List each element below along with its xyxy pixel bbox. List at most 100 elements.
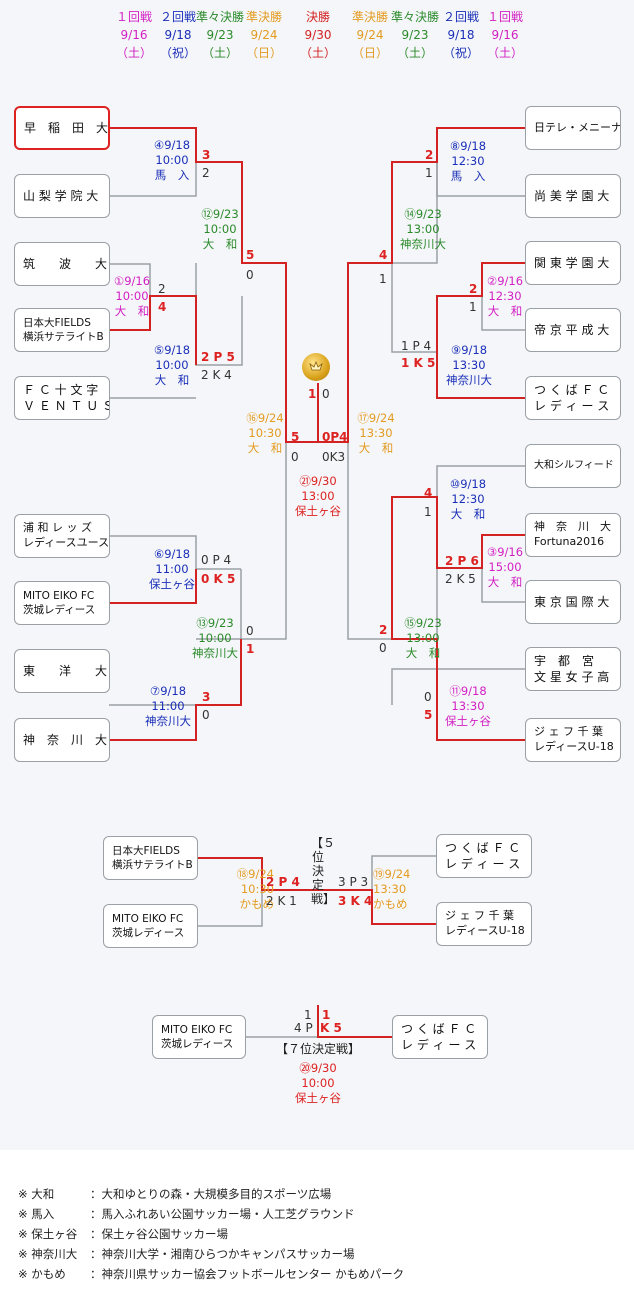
score: 2 bbox=[425, 148, 434, 162]
score: 0P4 bbox=[322, 430, 348, 444]
team-box: ジ ェ フ 千 葉レディースU-18 bbox=[436, 902, 532, 946]
score: 0 bbox=[246, 624, 254, 638]
score: 4 bbox=[379, 248, 388, 262]
venue-legend-item: ※ 神奈川大：神奈川大学・湘南ひらつかキャンパスサッカー場 bbox=[18, 1247, 355, 1261]
score: 2 P 5 bbox=[201, 350, 235, 364]
score: 1 bbox=[469, 300, 477, 314]
team-box: ジ ェ フ 千 葉レディースU-18 bbox=[525, 718, 621, 762]
team-box: 東 京 国 際 大 bbox=[525, 580, 621, 624]
score: 2 bbox=[469, 282, 478, 296]
score: 1 bbox=[379, 272, 387, 286]
venue-legend-item: ※ かもめ：神奈川県サッカー協会フットボールセンター かもめパーク bbox=[18, 1267, 405, 1281]
score: 0 bbox=[246, 268, 254, 282]
score: 4 bbox=[158, 300, 167, 314]
score: 5 bbox=[291, 430, 300, 444]
score: 2 K 4 bbox=[201, 368, 232, 382]
score: 1 K 5 bbox=[401, 356, 436, 370]
team-box: 浦 和 レ ッ ズレディースユース bbox=[14, 514, 110, 558]
score: 2 bbox=[158, 282, 166, 296]
venue-legend-item: ※ 大和：大和ゆとりの森・大規模多目的スポーツ広場 bbox=[18, 1187, 332, 1201]
seventh-place-title: 【７位決定戦】 bbox=[276, 1042, 361, 1056]
score: 2 K 1 bbox=[266, 894, 297, 908]
score: 5 bbox=[424, 708, 433, 722]
team-box: 関 東 学 園 大 bbox=[525, 241, 621, 285]
score: 3 bbox=[202, 690, 211, 704]
score: 0 bbox=[322, 387, 330, 401]
score: 0 K 5 bbox=[201, 572, 236, 586]
score: 4 bbox=[424, 486, 433, 500]
team-box: 山 梨 学 院 大 bbox=[14, 174, 110, 218]
score: 0 bbox=[291, 450, 299, 464]
team-box: 尚 美 学 園 大 bbox=[525, 174, 621, 218]
score: 2 P 4 bbox=[266, 875, 300, 889]
score: 2 bbox=[202, 166, 210, 180]
score: 1 bbox=[304, 1008, 312, 1022]
score: 5 bbox=[246, 248, 255, 262]
score: 1 bbox=[322, 1008, 331, 1022]
team-box: 東 洋 大 bbox=[14, 649, 110, 693]
venue-legend-item: ※ 馬入：馬入ふれあい公園サッカー場・人工芝グラウンド bbox=[18, 1207, 355, 1221]
score: 1 bbox=[246, 642, 255, 656]
team-box: 日テレ・メニーナ bbox=[525, 106, 621, 150]
fifth-place-title: 【５位決定戦】 bbox=[311, 836, 336, 906]
score: 3 K 4 bbox=[338, 894, 373, 908]
team-box: 筑 波 大 bbox=[14, 242, 110, 286]
score: 1 bbox=[424, 505, 432, 519]
score: 1 bbox=[308, 387, 317, 401]
score: 2 bbox=[379, 623, 388, 637]
team-box: 神 奈 川 大 bbox=[14, 718, 110, 762]
score: 0 bbox=[424, 690, 432, 704]
score: 3 P 3 bbox=[338, 875, 369, 889]
team-box: 大和シルフィード bbox=[525, 444, 621, 488]
team-box: 早 稲 田 大 bbox=[14, 106, 110, 150]
score: K 5 bbox=[320, 1021, 342, 1035]
score: 1 P 4 bbox=[401, 339, 432, 353]
venue-legend-item: ※ 保土ヶ谷：保土ヶ谷公園サッカー場 bbox=[18, 1227, 228, 1241]
team-box: 宇 都 宮文 星 女 子 高 bbox=[525, 647, 621, 691]
score: 0 bbox=[202, 708, 210, 722]
score: 0K3 bbox=[322, 450, 346, 464]
score: 1 bbox=[425, 166, 433, 180]
bracket-lines bbox=[109, 127, 526, 1038]
team-box: 帝 京 平 成 大 bbox=[525, 308, 621, 352]
score: 2 K 5 bbox=[445, 572, 476, 586]
